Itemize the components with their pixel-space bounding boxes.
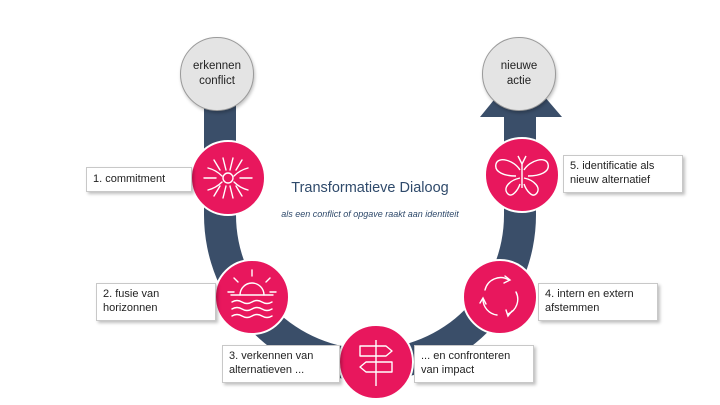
step-label-2: 2. fusie van horizonnen bbox=[96, 283, 216, 321]
start-circle: erkennen conflict bbox=[180, 37, 254, 111]
step-label-2-line2: horizonnen bbox=[103, 302, 158, 314]
butterfly-icon bbox=[495, 155, 549, 196]
step-label-4-line2: afstemmen bbox=[545, 302, 600, 314]
step-label-2-line1: 2. fusie van bbox=[103, 288, 160, 300]
step-label-3b: ... en confronteren van impact bbox=[414, 345, 534, 383]
end-label-line1: nieuwe bbox=[500, 60, 538, 72]
start-label-line2: conflict bbox=[199, 75, 235, 87]
step-circle-2 bbox=[214, 259, 290, 335]
diagram-title: Transformatieve Dialoog bbox=[291, 180, 449, 196]
signpost-icon bbox=[359, 340, 393, 386]
step-circle-3 bbox=[338, 324, 414, 400]
step-circle-5 bbox=[484, 137, 560, 213]
step-label-1: 1. commitment bbox=[86, 167, 192, 192]
end-circle: nieuwe actie bbox=[482, 37, 556, 111]
step-label-3: 3. verkennen van alternatieven ... bbox=[222, 345, 340, 383]
step-label-4-line1: 4. intern en extern bbox=[545, 288, 634, 300]
end-label-line2: actie bbox=[506, 75, 532, 87]
step-label-1-line1: 1. commitment bbox=[93, 173, 166, 185]
cycle-arrows-icon bbox=[479, 275, 519, 318]
sunset-waves-icon bbox=[227, 269, 277, 319]
step-label-5-line2: nieuw alternatief bbox=[570, 174, 651, 186]
step-label-5-line1: 5. identificatie als bbox=[570, 160, 655, 172]
diagram-subtitle: als een conflict of opgave raakt aan ide… bbox=[281, 209, 459, 219]
step-circle-1 bbox=[190, 140, 266, 216]
hands-together-icon bbox=[203, 157, 253, 199]
start-label-line1: erkennen bbox=[193, 60, 241, 72]
step-label-3-line1: 3. verkennen van bbox=[229, 350, 314, 362]
step-label-5: 5. identificatie als nieuw alternatief bbox=[563, 155, 683, 193]
step-label-3b-line2: van impact bbox=[421, 364, 475, 376]
step-circle-4 bbox=[462, 259, 538, 335]
step-label-3b-line1: ... en confronteren bbox=[421, 350, 511, 362]
step-label-3-line2: alternatieven ... bbox=[229, 364, 305, 376]
step-label-4: 4. intern en extern afstemmen bbox=[538, 283, 658, 321]
